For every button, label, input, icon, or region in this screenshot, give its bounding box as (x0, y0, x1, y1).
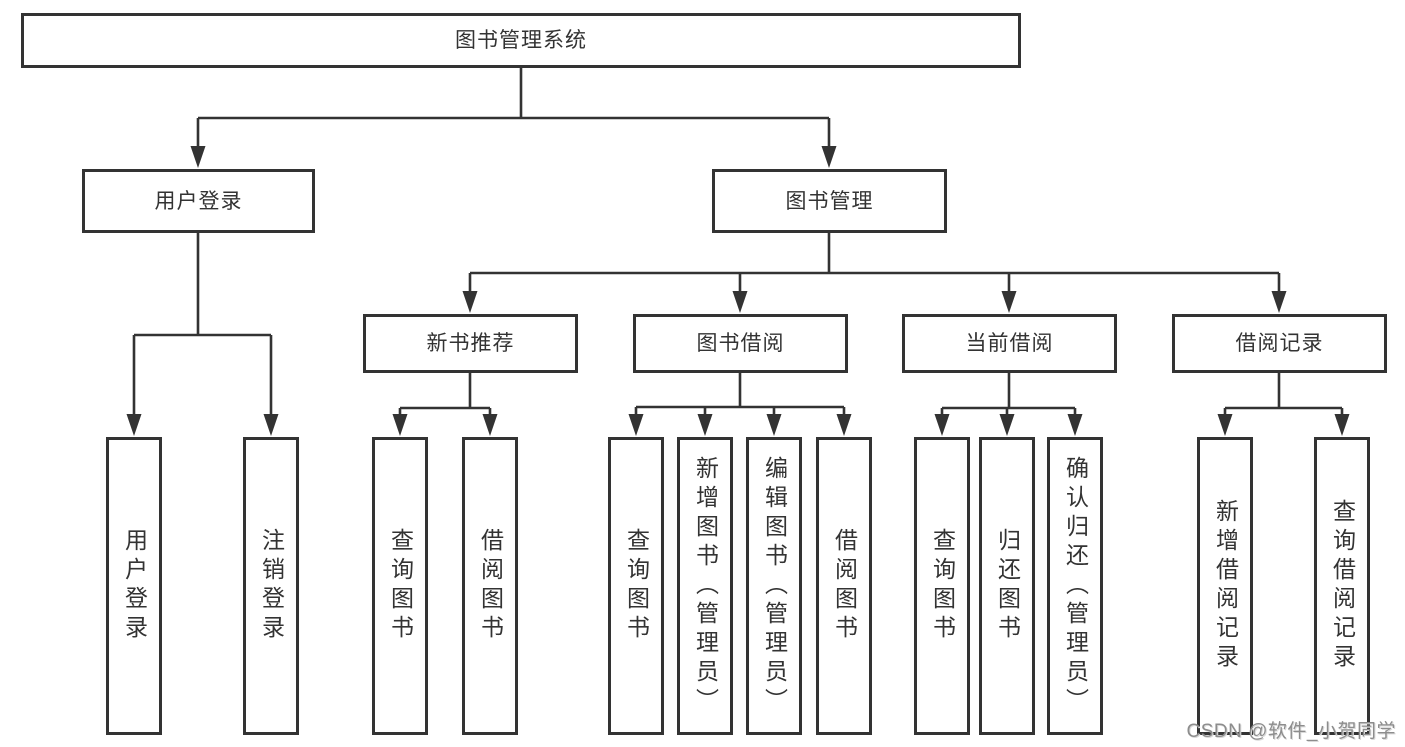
leaf-query-books-current: 查询图书 (914, 437, 970, 735)
node-book-borrowing: 图书借阅 (633, 314, 848, 373)
leaf-confirm-return-admin: 确认归还（管理员） (1047, 437, 1103, 735)
leaf-query-books-borrowing: 查询图书 (608, 437, 664, 735)
leaf-query-borrow-record: 查询借阅记录 (1314, 437, 1370, 735)
leaf-borrow-books-borrowing: 借阅图书 (816, 437, 872, 735)
leaf-edit-books-admin: 编辑图书（管理员） (746, 437, 802, 735)
node-new-book-recommendation: 新书推荐 (363, 314, 578, 373)
node-library-management-system: 图书管理系统 (21, 13, 1021, 68)
node-book-management-branch: 图书管理 (712, 169, 947, 233)
leaf-return-books: 归还图书 (979, 437, 1035, 735)
leaf-user-login: 用户登录 (106, 437, 162, 735)
leaf-add-books-admin: 新增图书（管理员） (677, 437, 733, 735)
node-current-borrowing: 当前借阅 (902, 314, 1117, 373)
watermark: CSDN @软件_小贺同学 (1186, 721, 1396, 742)
leaf-logout: 注销登录 (243, 437, 299, 735)
leaf-add-borrow-record: 新增借阅记录 (1197, 437, 1253, 735)
node-user-login-branch: 用户登录 (82, 169, 315, 233)
leaf-borrow-books-recommendation: 借阅图书 (462, 437, 518, 735)
node-borrowing-records: 借阅记录 (1172, 314, 1387, 373)
leaf-query-books-recommendation: 查询图书 (372, 437, 428, 735)
